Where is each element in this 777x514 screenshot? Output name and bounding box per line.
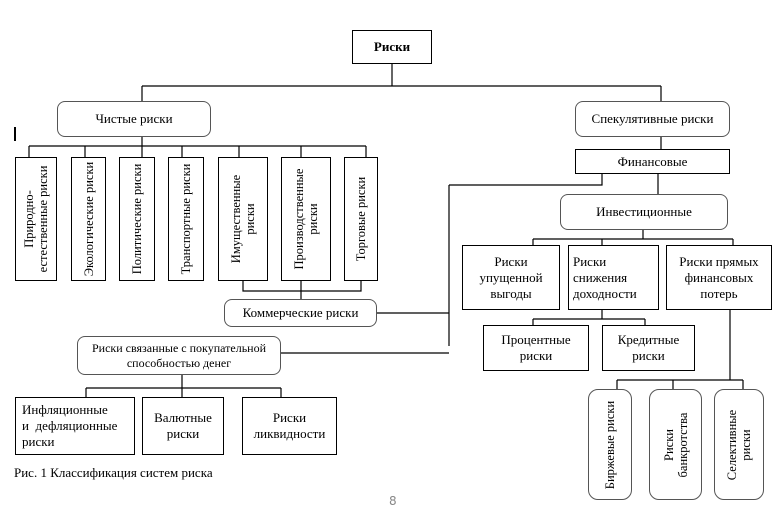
- pure-risks-node: Чистые риски: [57, 101, 211, 137]
- loss-child-label: Селективные риски: [725, 409, 753, 480]
- investment-child-label: Риски снижения доходности: [573, 253, 637, 301]
- page-number: 8: [389, 494, 397, 508]
- connector: [532, 230, 734, 245]
- pure-child-label: Производственные риски: [292, 168, 320, 270]
- connector: [85, 375, 282, 397]
- loss-child-node: Биржевые риски: [588, 389, 632, 500]
- connector: [532, 310, 646, 325]
- pure-child-node: Имущественные риски: [218, 157, 268, 281]
- purchasing-child-node: Риски ликвидности: [242, 397, 337, 455]
- purchasing-power-node: Риски связанные с покупательной способно…: [77, 336, 281, 375]
- purchasing-child-label: Инфляционные и дефляционные риски: [22, 402, 118, 449]
- pure-child-node: Производственные риски: [281, 157, 331, 281]
- connector: [141, 64, 662, 101]
- pure-child-label: Транспортные риски: [179, 163, 193, 275]
- investment-risks-label: Инвестиционные: [596, 204, 692, 219]
- pure-child-node: Политические риски: [119, 157, 155, 281]
- pure-child-node: Торговые риски: [344, 157, 378, 281]
- purchasing-child-label: Риски ликвидности: [253, 410, 326, 441]
- loss-child-label: Риски банкротства: [661, 412, 690, 477]
- pure-child-node: Экологические риски: [71, 157, 106, 281]
- income-child-label: Процентные риски: [501, 332, 571, 363]
- speculative-risks-node: Спекулятивные риски: [575, 101, 730, 137]
- loss-child-node: Селективные риски: [714, 389, 764, 500]
- investment-child-label: Риски прямых финансовых потерь: [679, 253, 759, 301]
- pure-child-label: Экологические риски: [81, 161, 96, 277]
- commercial-risks-node: Коммерческие риски: [224, 299, 377, 327]
- purchasing-child-label: Валютные риски: [154, 410, 212, 441]
- pure-child-label: Природно- естественные риски: [22, 165, 50, 273]
- pure-risks-label: Чистые риски: [95, 111, 173, 126]
- commercial-risks-label: Коммерческие риски: [242, 305, 359, 320]
- financial-risks-node: Финансовые: [575, 149, 730, 174]
- pure-child-label: Политические риски: [130, 163, 144, 275]
- root-label: Риски: [373, 39, 411, 54]
- connector: [377, 174, 603, 346]
- speculative-risks-label: Спекулятивные риски: [591, 111, 714, 126]
- root-node: Риски: [352, 30, 432, 64]
- investment-child-node: Риски снижения доходности: [568, 245, 659, 310]
- income-child-node: Процентные риски: [483, 325, 589, 371]
- connector: [242, 281, 362, 299]
- purchasing-power-label: Риски связанные с покупательной способно…: [91, 340, 267, 370]
- investment-child-label: Риски упущенной выгоды: [479, 253, 543, 301]
- investment-child-node: Риски прямых финансовых потерь: [666, 245, 772, 310]
- financial-risks-label: Финансовые: [617, 153, 688, 169]
- pure-child-node: Природно- естественные риски: [15, 157, 57, 281]
- figure-caption: Рис. 1 Классификация систем риска: [14, 465, 213, 480]
- investment-risks-node: Инвестиционные: [560, 194, 728, 230]
- loss-child-node: Риски банкротства: [649, 389, 702, 500]
- pure-child-label: Имущественные риски: [229, 174, 257, 264]
- income-child-label: Кредитные риски: [617, 332, 680, 363]
- connector: [616, 310, 744, 389]
- purchasing-child-node: Валютные риски: [142, 397, 224, 455]
- connector: [28, 137, 367, 157]
- investment-child-node: Риски упущенной выгоды: [462, 245, 560, 310]
- purchasing-child-node: Инфляционные и дефляционные риски: [15, 397, 135, 455]
- pure-child-label: Торговые риски: [354, 176, 368, 262]
- pure-child-node: Транспортные риски: [168, 157, 204, 281]
- text-cursor: [14, 127, 16, 141]
- income-child-node: Кредитные риски: [602, 325, 695, 371]
- loss-child-label: Биржевые риски: [603, 400, 617, 489]
